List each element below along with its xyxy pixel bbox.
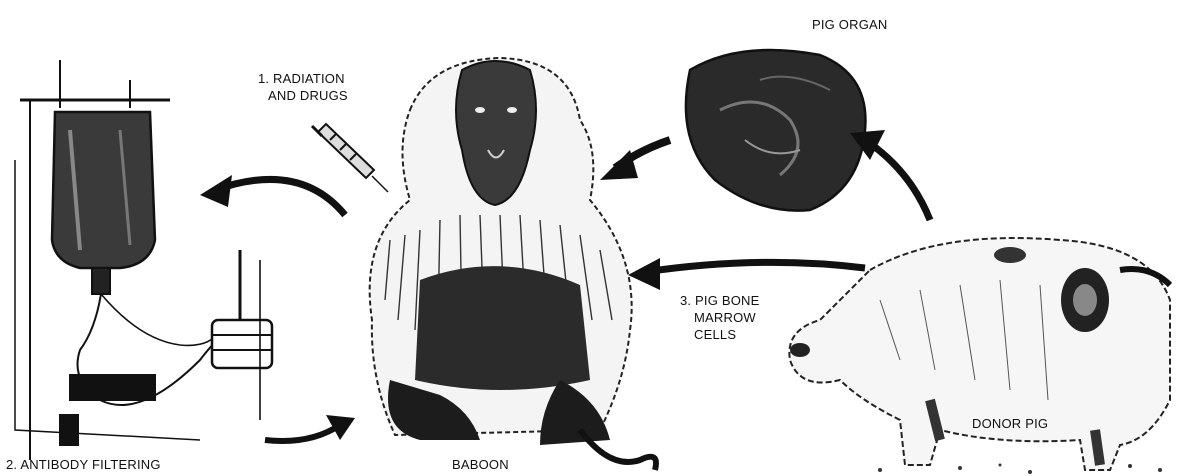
pump-box [70,375,155,400]
baboon-illustration [370,58,656,470]
label-pig-organ: PIG ORGAN [812,16,887,33]
label-bone-marrow: 3. PIG BONE MARROW CELLS [680,292,760,343]
label-radiation-line-1: 1. RADIATION [258,70,348,87]
label-antibody-filtering: 2. ANTIBODY FILTERING [6,456,161,473]
arrow-to-filtering-icon [200,175,345,215]
arrow-marrow-to-baboon-icon [628,258,865,290]
arrow-to-baboon-icon [265,415,355,441]
syringe-icon [312,124,388,192]
label-bone-marrow-line-3: CELLS [680,326,760,343]
label-radiation-line-2: AND DRUGS [258,87,348,104]
label-bone-marrow-line-2: MARROW [680,309,760,326]
antibody-filtering-apparatus [15,60,272,460]
pig-organ-illustration [686,50,866,211]
label-donor-pig: DONOR PIG [972,415,1048,432]
filter-column-icon [212,250,272,420]
arrow-organ-to-baboon-icon [600,140,670,180]
iv-bag [52,112,155,268]
label-radiation-and-drugs: 1. RADIATION AND DRUGS [258,70,348,104]
label-baboon: BABOON [452,456,509,473]
donor-pig-illustration [789,238,1170,474]
arrow-pig-to-organ-icon [850,130,930,220]
label-bone-marrow-line-1: 3. PIG BONE [680,292,760,309]
drip-chamber [92,268,110,294]
